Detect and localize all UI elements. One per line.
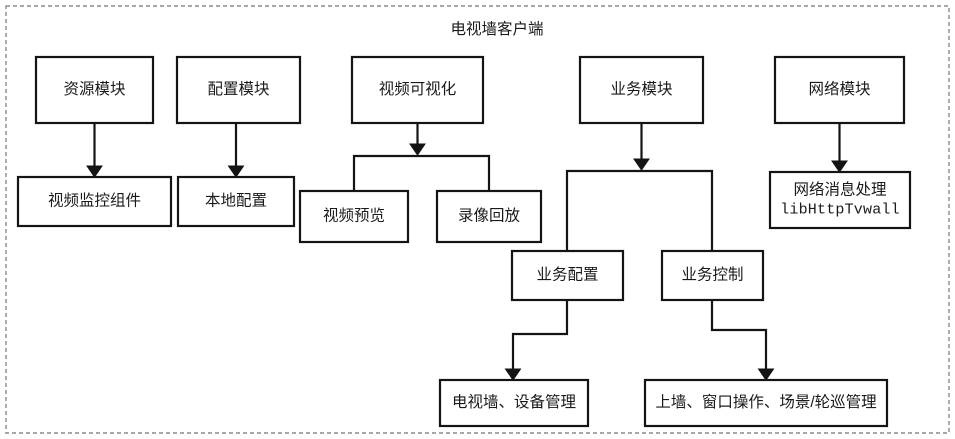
node-box[interactable] bbox=[438, 378, 590, 428]
node-video-visualization[interactable]: 视频可视化 bbox=[350, 55, 485, 125]
node-label: 电视墙、设备管理 bbox=[452, 393, 576, 411]
diagram-outer-frame bbox=[5, 5, 950, 434]
arrowhead-icon bbox=[831, 160, 848, 173]
node-business-control[interactable]: 业务控制 bbox=[660, 249, 765, 302]
node-label: 业务配置 bbox=[536, 266, 598, 284]
node-network-message-processing[interactable]: 网络消息处理 libHttpTvwall bbox=[768, 170, 912, 230]
node-video-surveillance-component[interactable]: 视频监控组件 bbox=[16, 175, 173, 228]
node-label: 配置模块 bbox=[207, 80, 269, 98]
arrowhead-icon bbox=[633, 158, 650, 171]
node-box[interactable] bbox=[660, 249, 765, 302]
arrowhead-icon bbox=[86, 165, 103, 178]
connector-line bbox=[710, 300, 768, 371]
connector-network-to-message-processing bbox=[831, 123, 848, 173]
node-label: 视频预览 bbox=[323, 207, 385, 225]
arrowhead-icon bbox=[227, 165, 245, 178]
node-label: libHttpTvwall bbox=[780, 201, 900, 218]
connector-business-config-to-tvwall bbox=[504, 300, 569, 381]
connector-business-control-to-wall-ops bbox=[710, 300, 775, 381]
node-box[interactable] bbox=[34, 55, 155, 125]
connector-business-bus-split bbox=[565, 169, 714, 251]
node-tvwall-device-management[interactable]: 电视墙、设备管理 bbox=[438, 378, 590, 428]
connector-config-to-local-config bbox=[227, 123, 245, 178]
node-box[interactable] bbox=[773, 55, 906, 125]
node-label: 资源模块 bbox=[63, 80, 125, 98]
arrowhead-icon bbox=[757, 368, 775, 381]
node-box[interactable] bbox=[510, 249, 625, 302]
node-label: 录像回放 bbox=[458, 207, 521, 225]
node-label: 业务模块 bbox=[610, 80, 672, 98]
arrowhead-icon bbox=[409, 143, 426, 156]
node-box[interactable] bbox=[16, 175, 173, 228]
node-label: 视频可视化 bbox=[379, 80, 457, 98]
node-box[interactable] bbox=[175, 55, 302, 125]
node-box[interactable] bbox=[350, 55, 485, 125]
node-video-preview[interactable]: 视频预览 bbox=[298, 189, 410, 244]
node-label: 上墙、窗口操作、场景/轮巡管理 bbox=[655, 393, 876, 411]
node-box[interactable] bbox=[578, 55, 705, 125]
connector-line bbox=[352, 154, 491, 191]
node-box[interactable] bbox=[768, 170, 912, 230]
node-label: 网络消息处理 bbox=[793, 181, 886, 199]
node-label: 视频监控组件 bbox=[48, 192, 141, 210]
connector-resource-to-surveillance bbox=[86, 123, 103, 178]
node-box[interactable] bbox=[643, 378, 889, 428]
node-label: 网络模块 bbox=[808, 80, 870, 98]
node-network-module[interactable]: 网络模块 bbox=[773, 55, 906, 125]
node-wall-window-scene-management[interactable]: 上墙、窗口操作、场景/轮巡管理 bbox=[643, 378, 889, 428]
node-label: 业务控制 bbox=[681, 266, 743, 284]
node-label: 本地配置 bbox=[205, 192, 267, 210]
node-box[interactable] bbox=[298, 189, 410, 244]
node-box[interactable] bbox=[176, 175, 296, 228]
node-business-config[interactable]: 业务配置 bbox=[510, 249, 625, 302]
node-resource-module[interactable]: 资源模块 bbox=[34, 55, 155, 125]
node-config-module[interactable]: 配置模块 bbox=[175, 55, 302, 125]
arrowhead-icon bbox=[504, 368, 522, 381]
node-video-playback[interactable]: 录像回放 bbox=[435, 189, 543, 244]
connector-line bbox=[511, 300, 569, 371]
diagram-title: 电视墙客户端 bbox=[450, 20, 543, 38]
node-business-module[interactable]: 业务模块 bbox=[578, 55, 705, 125]
connector-video-bus-split bbox=[352, 154, 491, 191]
node-local-config[interactable]: 本地配置 bbox=[176, 175, 296, 228]
connector-line bbox=[565, 169, 714, 251]
connector-business-to-bus bbox=[633, 123, 650, 171]
node-box[interactable] bbox=[435, 189, 543, 244]
connector-visualization-to-bus bbox=[409, 123, 426, 156]
